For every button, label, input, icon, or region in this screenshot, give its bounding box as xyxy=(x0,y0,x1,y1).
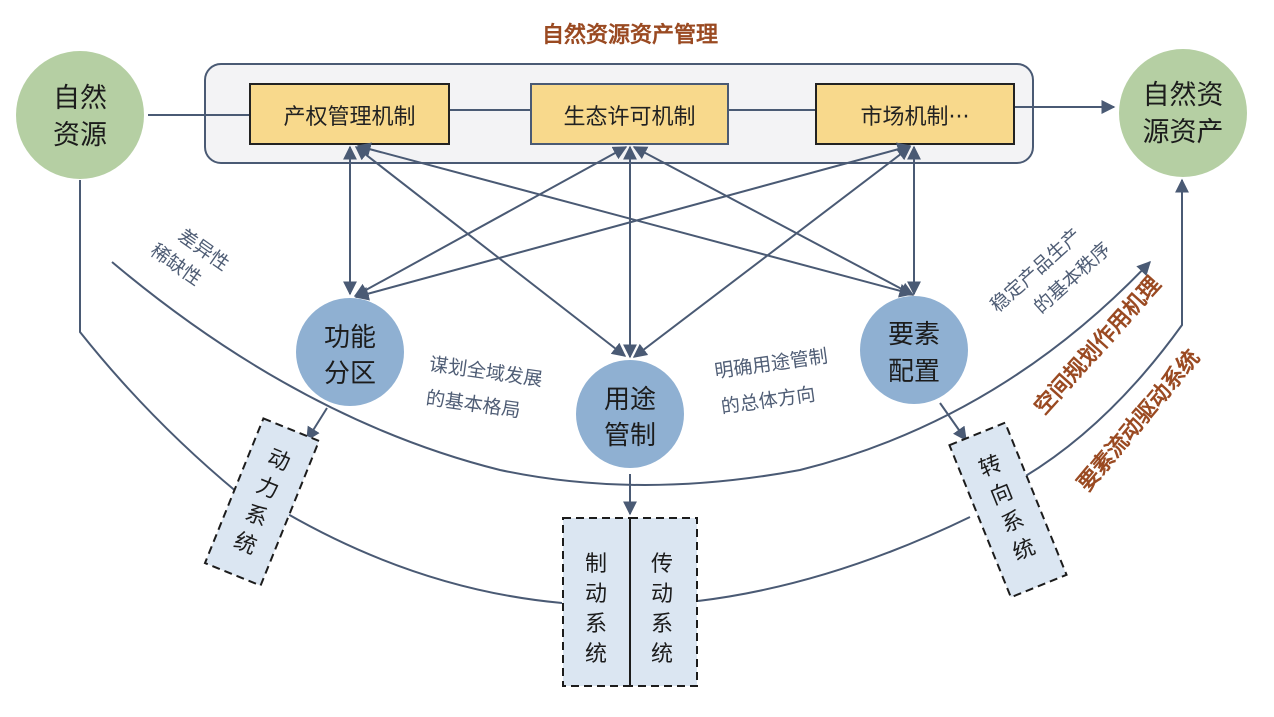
node-label: 分区 xyxy=(324,359,376,389)
node-label: 自然 xyxy=(53,83,107,114)
link-permit-allocation xyxy=(632,146,915,296)
system-char: 传 xyxy=(651,552,673,577)
node-label: 管制 xyxy=(604,421,656,451)
system-power: 动 力 系 统 xyxy=(203,417,321,587)
system-char: 制 xyxy=(585,552,607,577)
node-label: 要素 xyxy=(888,320,940,350)
annotation-text: 的总体方向 xyxy=(720,383,817,418)
node-natural-resource-assets: 自然资 源资产 xyxy=(1119,49,1247,177)
driver-curve-left-bottom xyxy=(285,512,563,604)
arrow-zoning-to-power xyxy=(306,407,328,442)
cross-links xyxy=(343,142,921,359)
mechanism-property-rights: 产权管理机制 xyxy=(249,83,450,145)
system-transmission: 传 动 系 统 xyxy=(629,517,698,687)
system-char: 统 xyxy=(651,642,673,667)
driver-curve-right-top xyxy=(1023,178,1189,478)
annotation-text: 的基本格局 xyxy=(425,387,522,422)
annotation-zoning-desc: 谋划全域发展 的基本格局 xyxy=(425,353,544,422)
node-use-control: 用途 管制 xyxy=(576,360,684,468)
annotation-traits: 差异性 稀缺性 xyxy=(146,225,233,291)
system-char: 统 xyxy=(585,642,607,667)
annotation-allocation-desc: 稳定产品生产 的基本秩序 xyxy=(986,224,1115,318)
node-label: 用途 xyxy=(604,385,656,415)
mechanism-market: 市场机制··· xyxy=(815,83,1015,145)
node-label: 资源 xyxy=(53,120,107,151)
link-permit-zoning xyxy=(353,146,628,297)
system-char: 系 xyxy=(651,612,673,637)
driver-curve-left-top xyxy=(79,180,239,494)
mechanism-label: 生态许可机制 xyxy=(563,105,695,130)
system-char: 动 xyxy=(585,582,607,607)
annotation-control-desc: 明确用途管制 的总体方向 xyxy=(713,345,829,418)
node-label: 自然资 xyxy=(1143,80,1224,111)
node-label: 源资产 xyxy=(1143,117,1224,148)
node-natural-resources: 自然 资源 xyxy=(16,51,144,179)
system-char: 动 xyxy=(651,582,673,607)
mechanism-ecological-permit: 生态许可机制 xyxy=(530,83,729,145)
system-brake: 制 动 系 统 xyxy=(562,517,631,687)
driver-curve-right-bottom xyxy=(697,516,971,602)
node-functional-zoning: 功能 分区 xyxy=(296,298,404,406)
node-label: 配置 xyxy=(888,357,940,387)
mechanism-label: 市场机制··· xyxy=(861,105,970,130)
system-char: 系 xyxy=(585,612,607,637)
node-factor-allocation: 要素 配置 xyxy=(860,296,968,404)
link-market-control xyxy=(632,146,912,358)
system-steering: 转 向 系 统 xyxy=(948,421,1068,599)
annotation-text: 谋划全域发展 xyxy=(428,353,544,391)
annotation-text: 明确用途管制 xyxy=(713,345,829,383)
mechanism-curve xyxy=(111,260,1151,486)
arrow-allocation-to-steering xyxy=(939,402,967,442)
diagram-title: 自然资源资产管理 xyxy=(542,22,718,48)
node-label: 功能 xyxy=(324,323,376,353)
mechanism-label: 产权管理机制 xyxy=(283,105,415,130)
